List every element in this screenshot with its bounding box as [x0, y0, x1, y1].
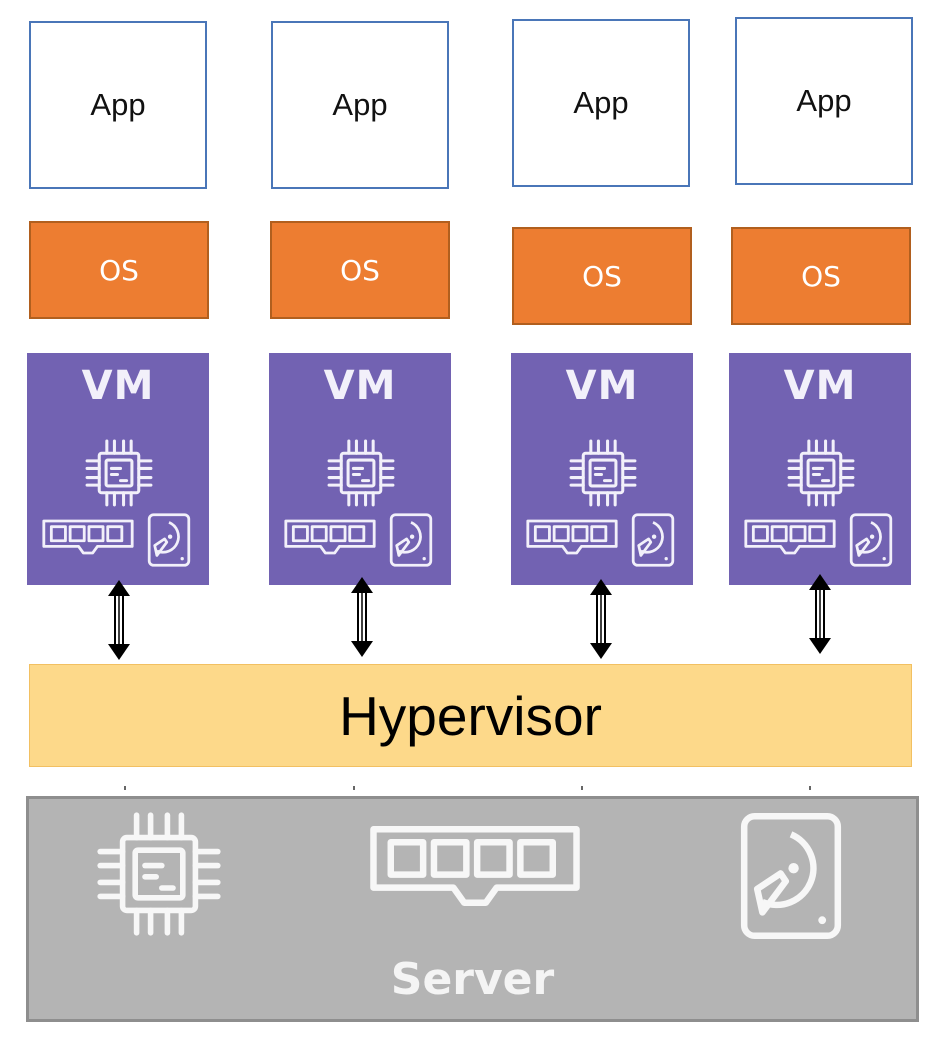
- cpu-icon: [85, 439, 153, 507]
- vm-label: VM: [783, 363, 857, 409]
- disk-icon: [389, 513, 433, 567]
- cpu-icon: [327, 439, 395, 507]
- os-box-2: OS: [270, 221, 450, 319]
- bidirectional-arrow-3: [589, 579, 613, 659]
- bidirectional-arrow-2: [350, 577, 374, 657]
- vm-hardware-icons: [284, 439, 433, 567]
- vm-label: VM: [81, 363, 155, 409]
- vm-label: VM: [565, 363, 639, 409]
- app-box-3: App: [512, 19, 690, 187]
- connector-tick: [353, 786, 355, 790]
- bidirectional-arrow-1: [107, 580, 131, 660]
- os-box-1: OS: [29, 221, 209, 319]
- memory-icon: [744, 519, 836, 555]
- memory-icon: [526, 519, 618, 555]
- vm-hardware-icons: [526, 439, 675, 567]
- hypervisor-label: Hypervisor: [339, 684, 602, 747]
- vm-box-4: VM: [729, 353, 911, 585]
- vm-box-3: VM: [511, 353, 693, 585]
- memory-icon: [42, 519, 134, 555]
- disk-icon: [147, 513, 191, 567]
- os-box-3: OS: [512, 227, 692, 325]
- app-label: App: [332, 87, 388, 122]
- app-box-2: App: [271, 21, 449, 189]
- vm-hardware-icons: [42, 439, 191, 567]
- hypervisor-layer: Hypervisor: [29, 664, 912, 767]
- server-label: Server: [390, 954, 555, 1005]
- app-label: App: [90, 87, 146, 122]
- cpu-icon: [787, 439, 855, 507]
- vm-hardware-icons: [744, 439, 893, 567]
- vm-box-2: VM: [269, 353, 451, 585]
- disk-icon: [744, 816, 838, 936]
- os-label: OS: [582, 259, 622, 293]
- disk-icon: [849, 513, 893, 567]
- server-layer: Server: [26, 796, 919, 1022]
- os-label: OS: [801, 259, 841, 293]
- app-box-1: App: [29, 21, 207, 189]
- connector-tick: [124, 786, 126, 790]
- connector-tick: [809, 786, 811, 790]
- os-label: OS: [99, 253, 139, 287]
- memory-icon: [284, 519, 376, 555]
- cpu-icon: [569, 439, 637, 507]
- connector-tick: [581, 786, 583, 790]
- vm-box-1: VM: [27, 353, 209, 585]
- app-label: App: [573, 85, 629, 120]
- memory-icon: [373, 829, 576, 902]
- os-label: OS: [340, 253, 380, 287]
- app-label: App: [796, 83, 852, 118]
- disk-icon: [631, 513, 675, 567]
- vm-label: VM: [323, 363, 397, 409]
- cpu-icon: [100, 815, 218, 933]
- os-box-4: OS: [731, 227, 911, 325]
- app-box-4: App: [735, 17, 913, 185]
- bidirectional-arrow-4: [808, 574, 832, 654]
